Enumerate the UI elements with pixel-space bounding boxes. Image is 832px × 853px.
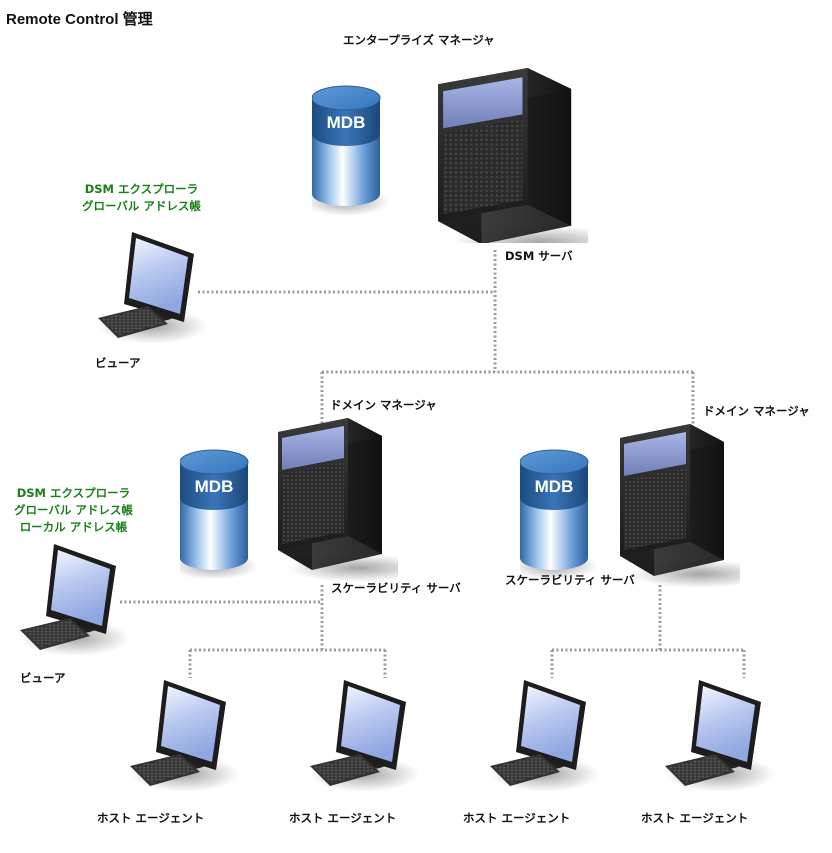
host-agent-1-label: ホスト エージェント <box>97 811 205 825</box>
mdb-label: MDB <box>327 113 366 132</box>
host-agent-3-label: ホスト エージェント <box>463 811 571 825</box>
viewer-top-label: ビューア <box>95 356 141 370</box>
domain-right-label: ドメイン マネージャ <box>703 404 810 418</box>
domain-left-server-label: スケーラビリティ サーバ <box>331 581 461 595</box>
host-agent-3-computer-icon <box>490 680 600 792</box>
enterprise-manager-label: エンタープライズ マネージャ <box>343 33 495 47</box>
viewer-bottom-role-1: DSM エクスプローラ <box>16 486 131 500</box>
viewer-top-computer-icon <box>98 232 208 344</box>
dsm-server-icon <box>438 68 588 243</box>
domain-left-label: ドメイン マネージャ <box>330 398 437 412</box>
host-agent-2-computer-icon <box>310 680 420 792</box>
viewer-bottom-role-2: グローバル アドレス帳 <box>14 503 133 517</box>
mdb-label: MDB <box>195 477 234 496</box>
viewer-top-role-1: DSM エクスプローラ <box>84 182 199 196</box>
domain-right-mdb-database-icon: MDB <box>520 449 599 578</box>
host-agent-4-computer-icon <box>665 680 775 792</box>
diagram-title: Remote Control 管理 <box>6 11 153 28</box>
mdb-label: MDB <box>535 477 574 496</box>
host-agent-2-label: ホスト エージェント <box>289 811 397 825</box>
domain-right-scalability-server-icon <box>620 424 740 588</box>
host-agent-1-computer-icon <box>130 680 240 792</box>
domain-right-server-label: スケーラビリティ サーバ <box>505 573 635 587</box>
domain-left-mdb-database-icon: MDB <box>180 449 259 578</box>
dsm-server-label: DSM サーバ <box>505 249 573 263</box>
enterprise-mdb-database-icon: MDB <box>312 85 391 217</box>
viewer-bottom-roles: DSM エクスプローラ グローバル アドレス帳 ローカル アドレス帳 <box>14 485 133 536</box>
host-agent-4-label: ホスト エージェント <box>641 811 749 825</box>
viewer-top-roles: DSM エクスプローラ グローバル アドレス帳 <box>82 181 201 215</box>
domain-left-scalability-server-icon <box>278 418 398 582</box>
viewer-bottom-role-3: ローカル アドレス帳 <box>19 520 128 534</box>
viewer-bottom-computer-icon <box>20 544 130 656</box>
viewer-bottom-label: ビューア <box>20 671 66 685</box>
viewer-top-role-2: グローバル アドレス帳 <box>82 199 201 213</box>
